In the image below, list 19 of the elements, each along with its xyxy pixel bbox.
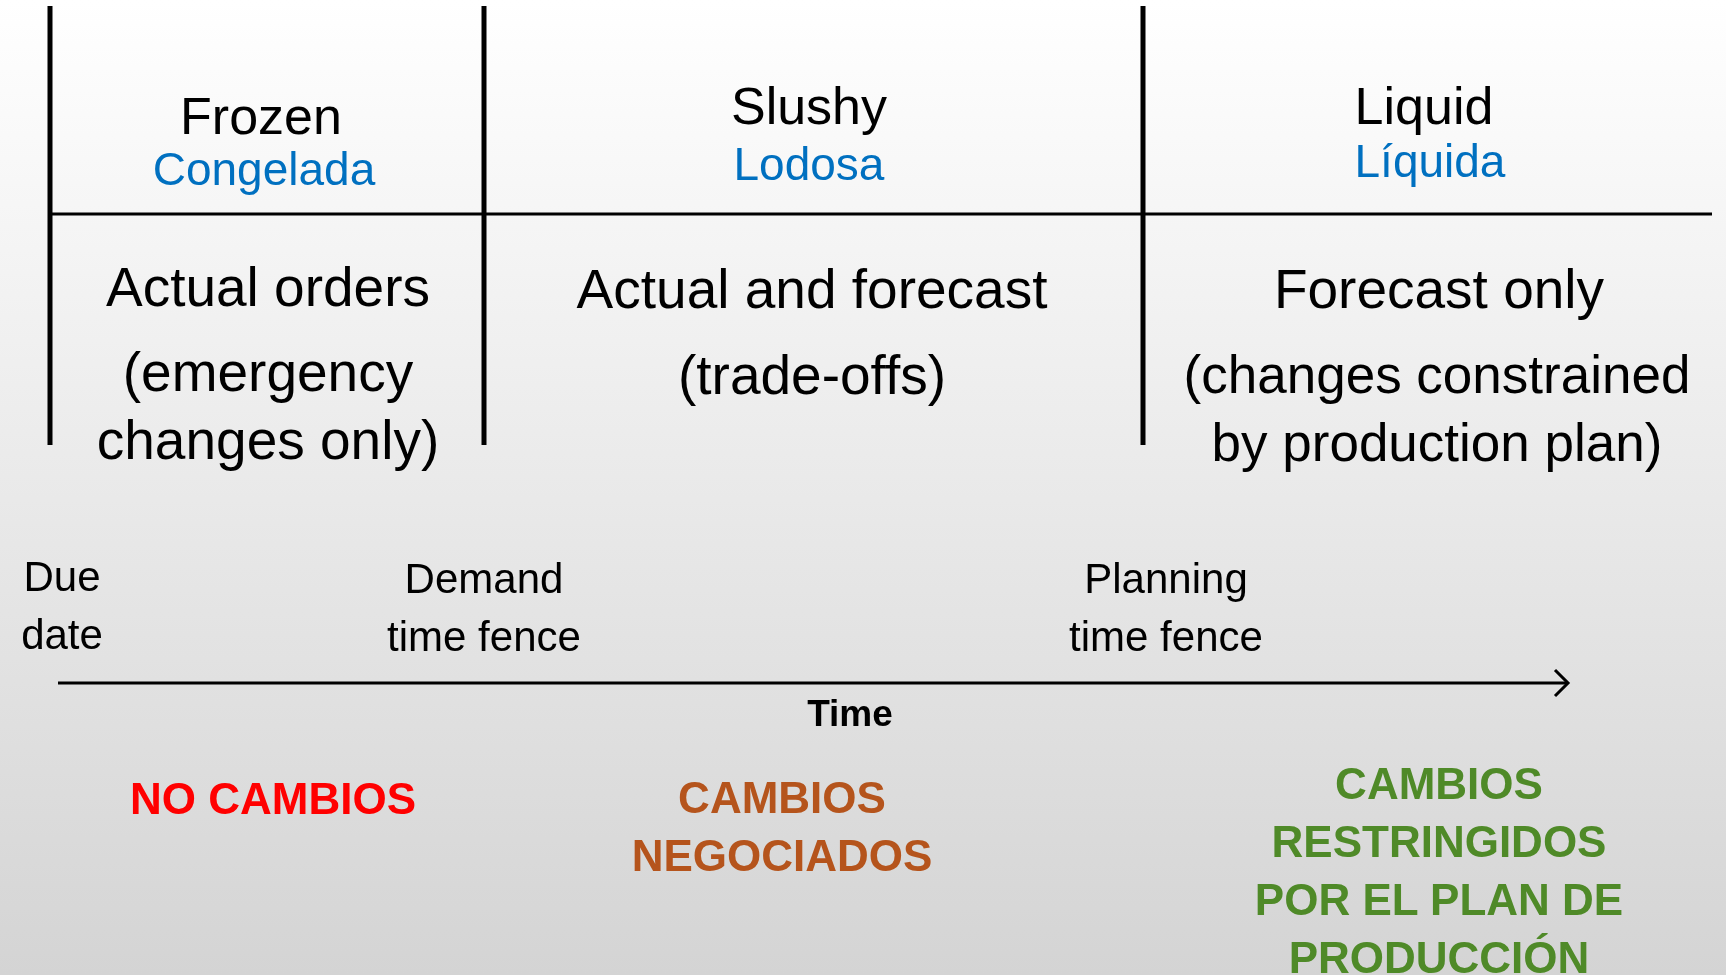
status-label: CAMBIOS NEGOCIADOS — [630, 772, 934, 882]
column-note: (trade-offs) — [677, 343, 947, 408]
column-subheading: Congelada — [151, 143, 377, 195]
axis-label: Planning time fence — [1068, 554, 1264, 662]
column-heading: Frozen — [179, 88, 343, 144]
column-description: Actual orders — [104, 256, 431, 318]
column-description: Actual and forecast — [575, 258, 1049, 320]
axis-label: Demand time fence — [386, 554, 582, 662]
column-heading: Slushy — [729, 78, 889, 134]
column-heading: Liquid — [1353, 78, 1495, 134]
axis-title: Time — [806, 692, 894, 736]
status-label: NO CAMBIOS — [129, 773, 417, 825]
column-subheading: Líquida — [1353, 135, 1507, 187]
column-note: (changes constrained by production plan) — [1182, 344, 1692, 474]
column-note: (emergency changes only) — [95, 340, 441, 473]
status-label: CAMBIOS RESTRINGIDOS POR EL PLAN DE PRODUCCIÓN — [1253, 758, 1625, 975]
axis-label: Due date — [20, 552, 104, 660]
column-description: Forecast only — [1272, 258, 1606, 320]
column-subheading: Lodosa — [732, 138, 886, 190]
